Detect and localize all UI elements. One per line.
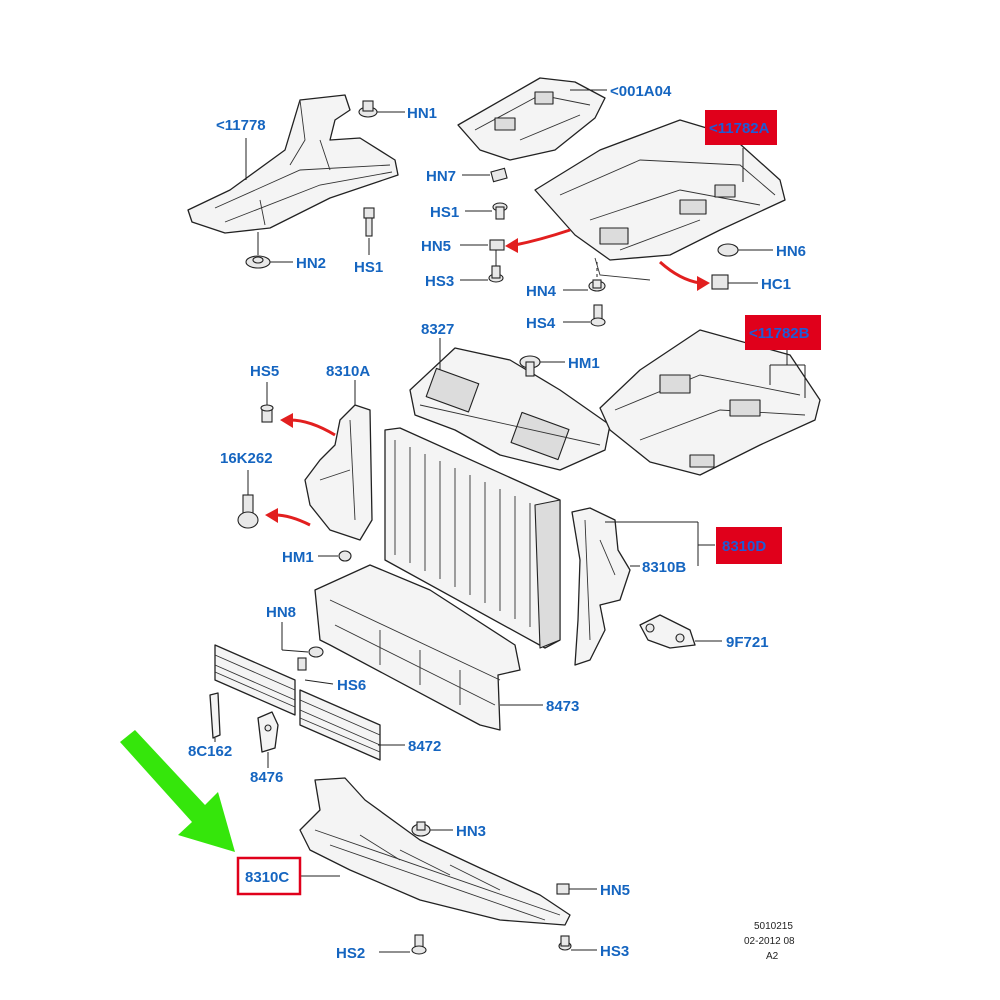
fastener-hm1-mid xyxy=(338,550,352,562)
label-8310c: 8310C xyxy=(245,869,289,886)
label-8476: 8476 xyxy=(250,769,283,786)
label-001a04: <001A04 xyxy=(610,83,672,100)
label-8310d: 8310D xyxy=(722,538,766,555)
reference-code: 5010215 xyxy=(754,921,793,932)
fastener-hs3-bottom xyxy=(558,935,572,951)
part-8472-active-grille-shutter xyxy=(214,644,381,761)
fastener-hm1-top xyxy=(519,355,541,377)
radiator-core xyxy=(384,427,561,649)
label-8310b: 8310B xyxy=(642,559,686,576)
fastener-hn8 xyxy=(308,646,324,658)
part-8473-radiator-support xyxy=(314,564,521,731)
label-11782a: <11782A xyxy=(709,120,770,137)
part-001a04-panel xyxy=(457,77,606,161)
label-8c162: 8C162 xyxy=(188,743,232,760)
label-hs2: HS2 xyxy=(336,945,365,962)
label-hn3: HN3 xyxy=(456,823,486,840)
label-hn8: HN8 xyxy=(266,604,296,621)
label-11778: <11778 xyxy=(216,117,266,134)
reference-revision: A2 xyxy=(766,951,779,962)
fastener-hs3-top xyxy=(488,265,504,283)
fastener-hs5 xyxy=(260,404,274,423)
part-8310a-air-deflector xyxy=(304,404,373,541)
label-8310a: 8310A xyxy=(326,363,370,380)
part-8c162-bracket xyxy=(209,692,221,739)
label-hs6: HS6 xyxy=(337,677,366,694)
fastener-hn5-top xyxy=(489,239,505,251)
label-9f721: 9F721 xyxy=(726,634,769,651)
label-hs5: HS5 xyxy=(250,363,279,380)
fastener-hs1-mid xyxy=(492,202,508,220)
label-hm1-top: HM1 xyxy=(568,355,600,372)
part-9f721-sensor xyxy=(639,614,696,649)
highlight-box-11782a xyxy=(705,110,777,145)
fastener-16k262 xyxy=(237,494,259,529)
label-hs4: HS4 xyxy=(526,315,556,332)
label-hs1-mid: HS1 xyxy=(430,204,459,221)
highlight-box-11782b xyxy=(745,315,821,350)
label-hs1-top: HS1 xyxy=(354,259,383,276)
label-hm1-mid: HM1 xyxy=(282,549,314,566)
part-8310c-lower-deflector xyxy=(299,777,571,926)
fastener-hn5-bottom xyxy=(556,883,570,895)
fastener-hn7 xyxy=(490,167,508,183)
label-8473: 8473 xyxy=(546,698,579,715)
label-hn4: HN4 xyxy=(526,283,557,300)
fastener-hn4 xyxy=(588,279,606,292)
reference-date: 02-2012 08 xyxy=(744,936,795,947)
fastener-hn6 xyxy=(717,243,739,257)
part-11778-shield xyxy=(187,94,399,234)
label-hn1: HN1 xyxy=(407,105,437,122)
part-11782b-underbody-shield xyxy=(599,329,821,476)
part-8476-actuator xyxy=(257,711,279,753)
highlight-box-8310d xyxy=(716,527,782,564)
label-hn2: HN2 xyxy=(296,255,326,272)
fastener-hs1-top xyxy=(363,207,375,237)
label-hs3-bottom: HS3 xyxy=(600,943,629,960)
fastener-hn2 xyxy=(245,255,271,269)
fastener-hn1 xyxy=(358,100,378,118)
label-hn5-top: HN5 xyxy=(421,238,451,255)
label-hn5-bottom: HN5 xyxy=(600,882,630,899)
label-8327: 8327 xyxy=(421,321,454,338)
part-11782a-underbody-shield xyxy=(534,119,786,281)
label-hc1: HC1 xyxy=(761,276,791,293)
label-16k262: 16K262 xyxy=(220,450,273,467)
green-callout-arrow xyxy=(120,730,235,852)
part-8327-upper-seal xyxy=(409,347,611,471)
fastener-hs6 xyxy=(297,657,307,671)
highlight-box-8310c xyxy=(236,856,302,896)
clip-hc1 xyxy=(711,274,729,290)
fastener-hs4 xyxy=(590,304,606,327)
label-hs3-top: HS3 xyxy=(425,273,454,290)
part-8310b-air-deflector xyxy=(571,507,631,666)
label-11782b: <11782B xyxy=(749,325,810,342)
fastener-hs2 xyxy=(411,934,427,955)
label-hn6: HN6 xyxy=(776,243,806,260)
label-hn7: HN7 xyxy=(426,168,456,185)
fastener-hn3 xyxy=(411,821,431,837)
label-8472: 8472 xyxy=(408,738,441,755)
